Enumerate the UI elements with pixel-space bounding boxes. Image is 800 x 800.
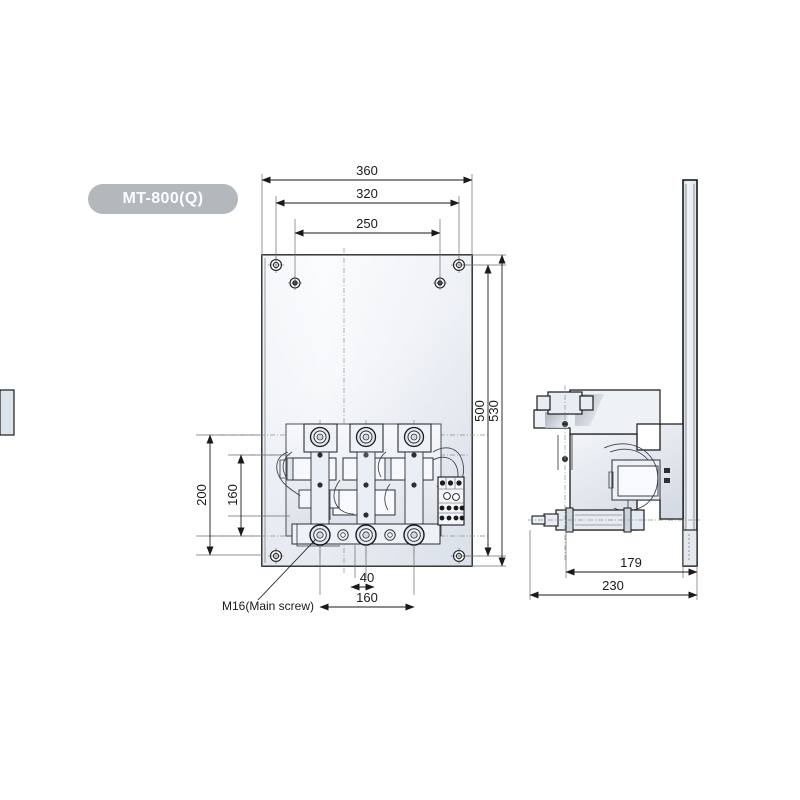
dim-179-label: 179 [620,555,642,570]
top-terminal-screws [309,426,425,448]
model-badge: MT-800(Q) [88,184,238,214]
front-dimensions: 360 320 250 500 [194,163,506,613]
dim-200: 200 [194,434,214,556]
dim-250-label: 250 [356,216,378,231]
side-mounting-plate [682,179,698,567]
side-view-group [0,179,700,567]
mounting-hole-bottom-left [268,548,284,564]
dim-40-label: 40 [360,570,374,585]
dim-360-label: 360 [356,163,378,178]
base-bracket-left [296,524,340,547]
dim-40: 40 [350,570,375,591]
dim-500: 500 [472,264,492,557]
dim-320-label: 320 [356,186,378,201]
callout-m16: M16(Main screw) [222,538,317,613]
dim-360: 360 [261,163,473,184]
dim-160-bottom-label: 160 [356,590,378,605]
pole-rivets [317,452,417,518]
dim-500-label: 500 [472,400,487,422]
dim-160-left-label: 160 [225,484,240,506]
front-view-group [210,248,490,575]
dim-530-label: 530 [486,400,501,422]
dim-160-left: 160 [225,454,245,537]
dim-160-bottom: 160 [319,590,415,611]
dim-200-label: 200 [194,484,209,506]
side-dimensions: 179 230 [529,519,698,600]
dim-230: 230 [529,578,698,599]
pole-columns [310,451,424,531]
dim-320: 320 [275,186,460,207]
dim-230-label: 230 [602,578,624,593]
dim-179: 179 [565,555,698,576]
terminal-block [437,476,465,526]
bottom-small-terminals [337,529,396,541]
dim-530: 530 [486,254,506,567]
dim-250: 250 [294,216,441,237]
mounting-hole-upper-right [433,276,447,290]
callout-m16-label: M16(Main screw) [222,599,314,613]
mechanism-assembly [276,423,465,547]
left-bracket [279,459,286,479]
bottom-terminal-screws [309,524,425,546]
